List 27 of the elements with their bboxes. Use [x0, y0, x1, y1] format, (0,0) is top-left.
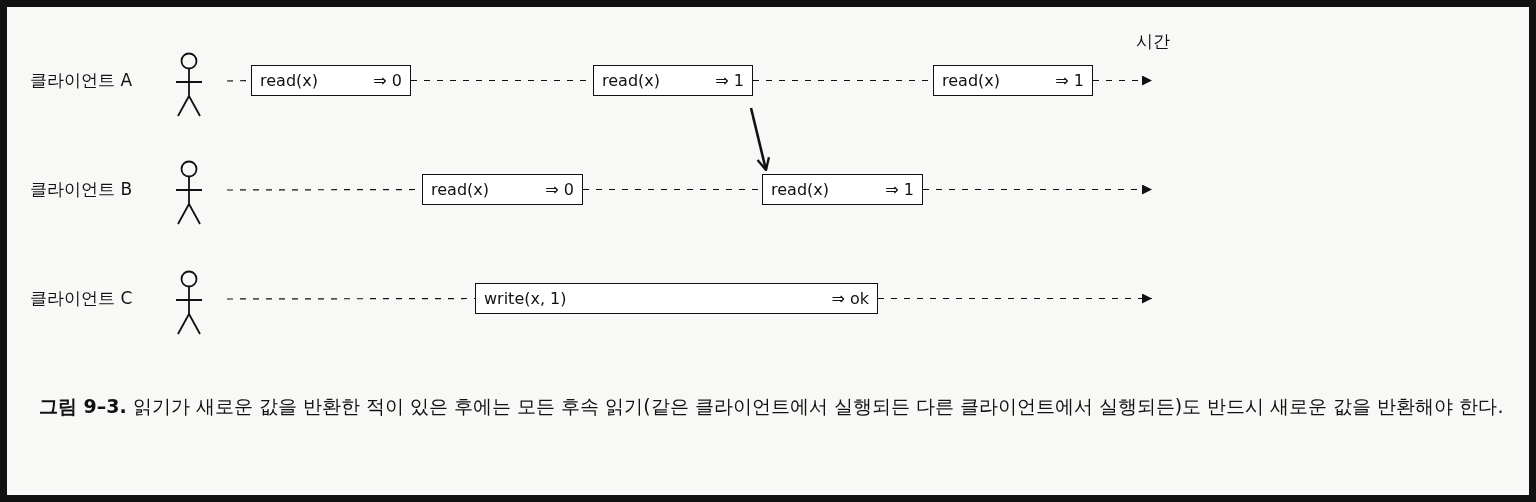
operation-box: [593, 65, 753, 96]
operation-box: [251, 65, 411, 96]
operation-box: [933, 65, 1093, 96]
timeline-arrow: [1092, 75, 1153, 86]
operation-text: read(x): [260, 71, 318, 90]
result-text: ⇒ 1: [715, 71, 744, 90]
arrow: [749, 107, 771, 172]
client-label: 클라이언트 A: [30, 69, 133, 92]
result-text: ⇒ 1: [1055, 71, 1084, 90]
timeline-arrow: [877, 293, 1153, 304]
result-text: ⇒ ok: [831, 289, 869, 308]
result-text: ⇒ 0: [373, 71, 402, 90]
operation-text: read(x): [602, 71, 660, 90]
caption: 그림 9–3. 읽기가 새로운 값을 반환한 적이 있은 후에는 모든 후속 읽기(같은 클라이언트에서 실행되든 다른 클라이언트에서 실행되든)도 반드시 새로운 값을 반환해야 한다.: [39, 394, 1505, 419]
client-label: 클라이언트 C: [30, 287, 133, 310]
operation-box: [762, 174, 923, 205]
operation-box: [475, 283, 878, 314]
operation-text: read(x): [771, 180, 829, 199]
client-label: 클라이언트 B: [30, 178, 133, 201]
operation-box: [422, 174, 583, 205]
operation-text: read(x): [942, 71, 1000, 90]
result-text: ⇒ 1: [885, 180, 914, 199]
operation-text: read(x): [431, 180, 489, 199]
timeline-arrow: [922, 184, 1153, 195]
operation-text: write(x, 1): [484, 289, 567, 308]
result-text: ⇒ 0: [545, 180, 574, 199]
time-label: 시간: [1136, 30, 1170, 53]
